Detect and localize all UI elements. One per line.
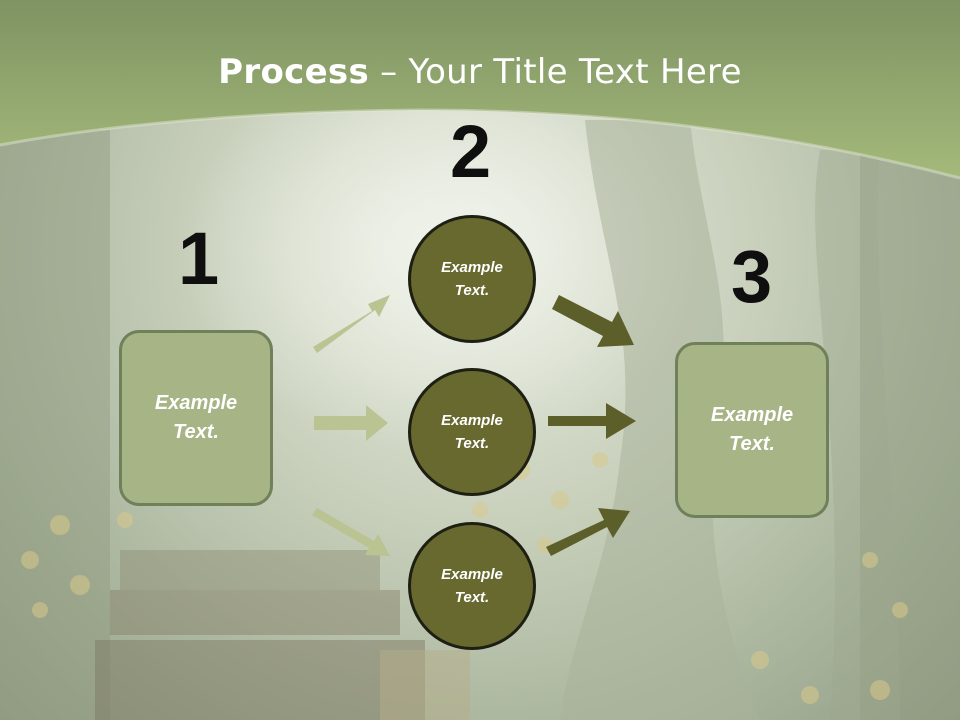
circle-2: Example Text. bbox=[408, 368, 536, 496]
right-box-text: Example Text. bbox=[710, 404, 794, 455]
step-number-1: 1 bbox=[178, 217, 220, 300]
arrow-circle-1-to-right bbox=[552, 295, 634, 347]
left-box-text: Example Text. bbox=[154, 392, 238, 443]
circle-1: Example Text. bbox=[408, 215, 536, 343]
right-text-box: Example Text. bbox=[675, 342, 829, 518]
arrow-circle-3-to-right bbox=[546, 508, 630, 556]
step-number-3: 3 bbox=[731, 235, 773, 318]
circle-3-text: Example Text. bbox=[441, 566, 503, 606]
circle-3: Example Text. bbox=[408, 522, 536, 650]
arrow-left-to-circle-1 bbox=[313, 295, 390, 353]
title-rest: – Your Title Text Here bbox=[369, 52, 742, 92]
arrow-left-to-circle-3 bbox=[312, 508, 390, 556]
left-text-box: Example Text. bbox=[119, 330, 273, 506]
circle-1-text: Example Text. bbox=[441, 259, 503, 299]
arrow-circle-2-to-right bbox=[548, 403, 636, 439]
circle-2-text: Example Text. bbox=[441, 412, 503, 452]
step-number-2: 2 bbox=[450, 110, 492, 193]
title-bold: Process bbox=[218, 52, 370, 92]
slide-title: Process – Your Title Text Here bbox=[0, 52, 960, 92]
arrow-left-to-circle-2 bbox=[314, 405, 388, 441]
